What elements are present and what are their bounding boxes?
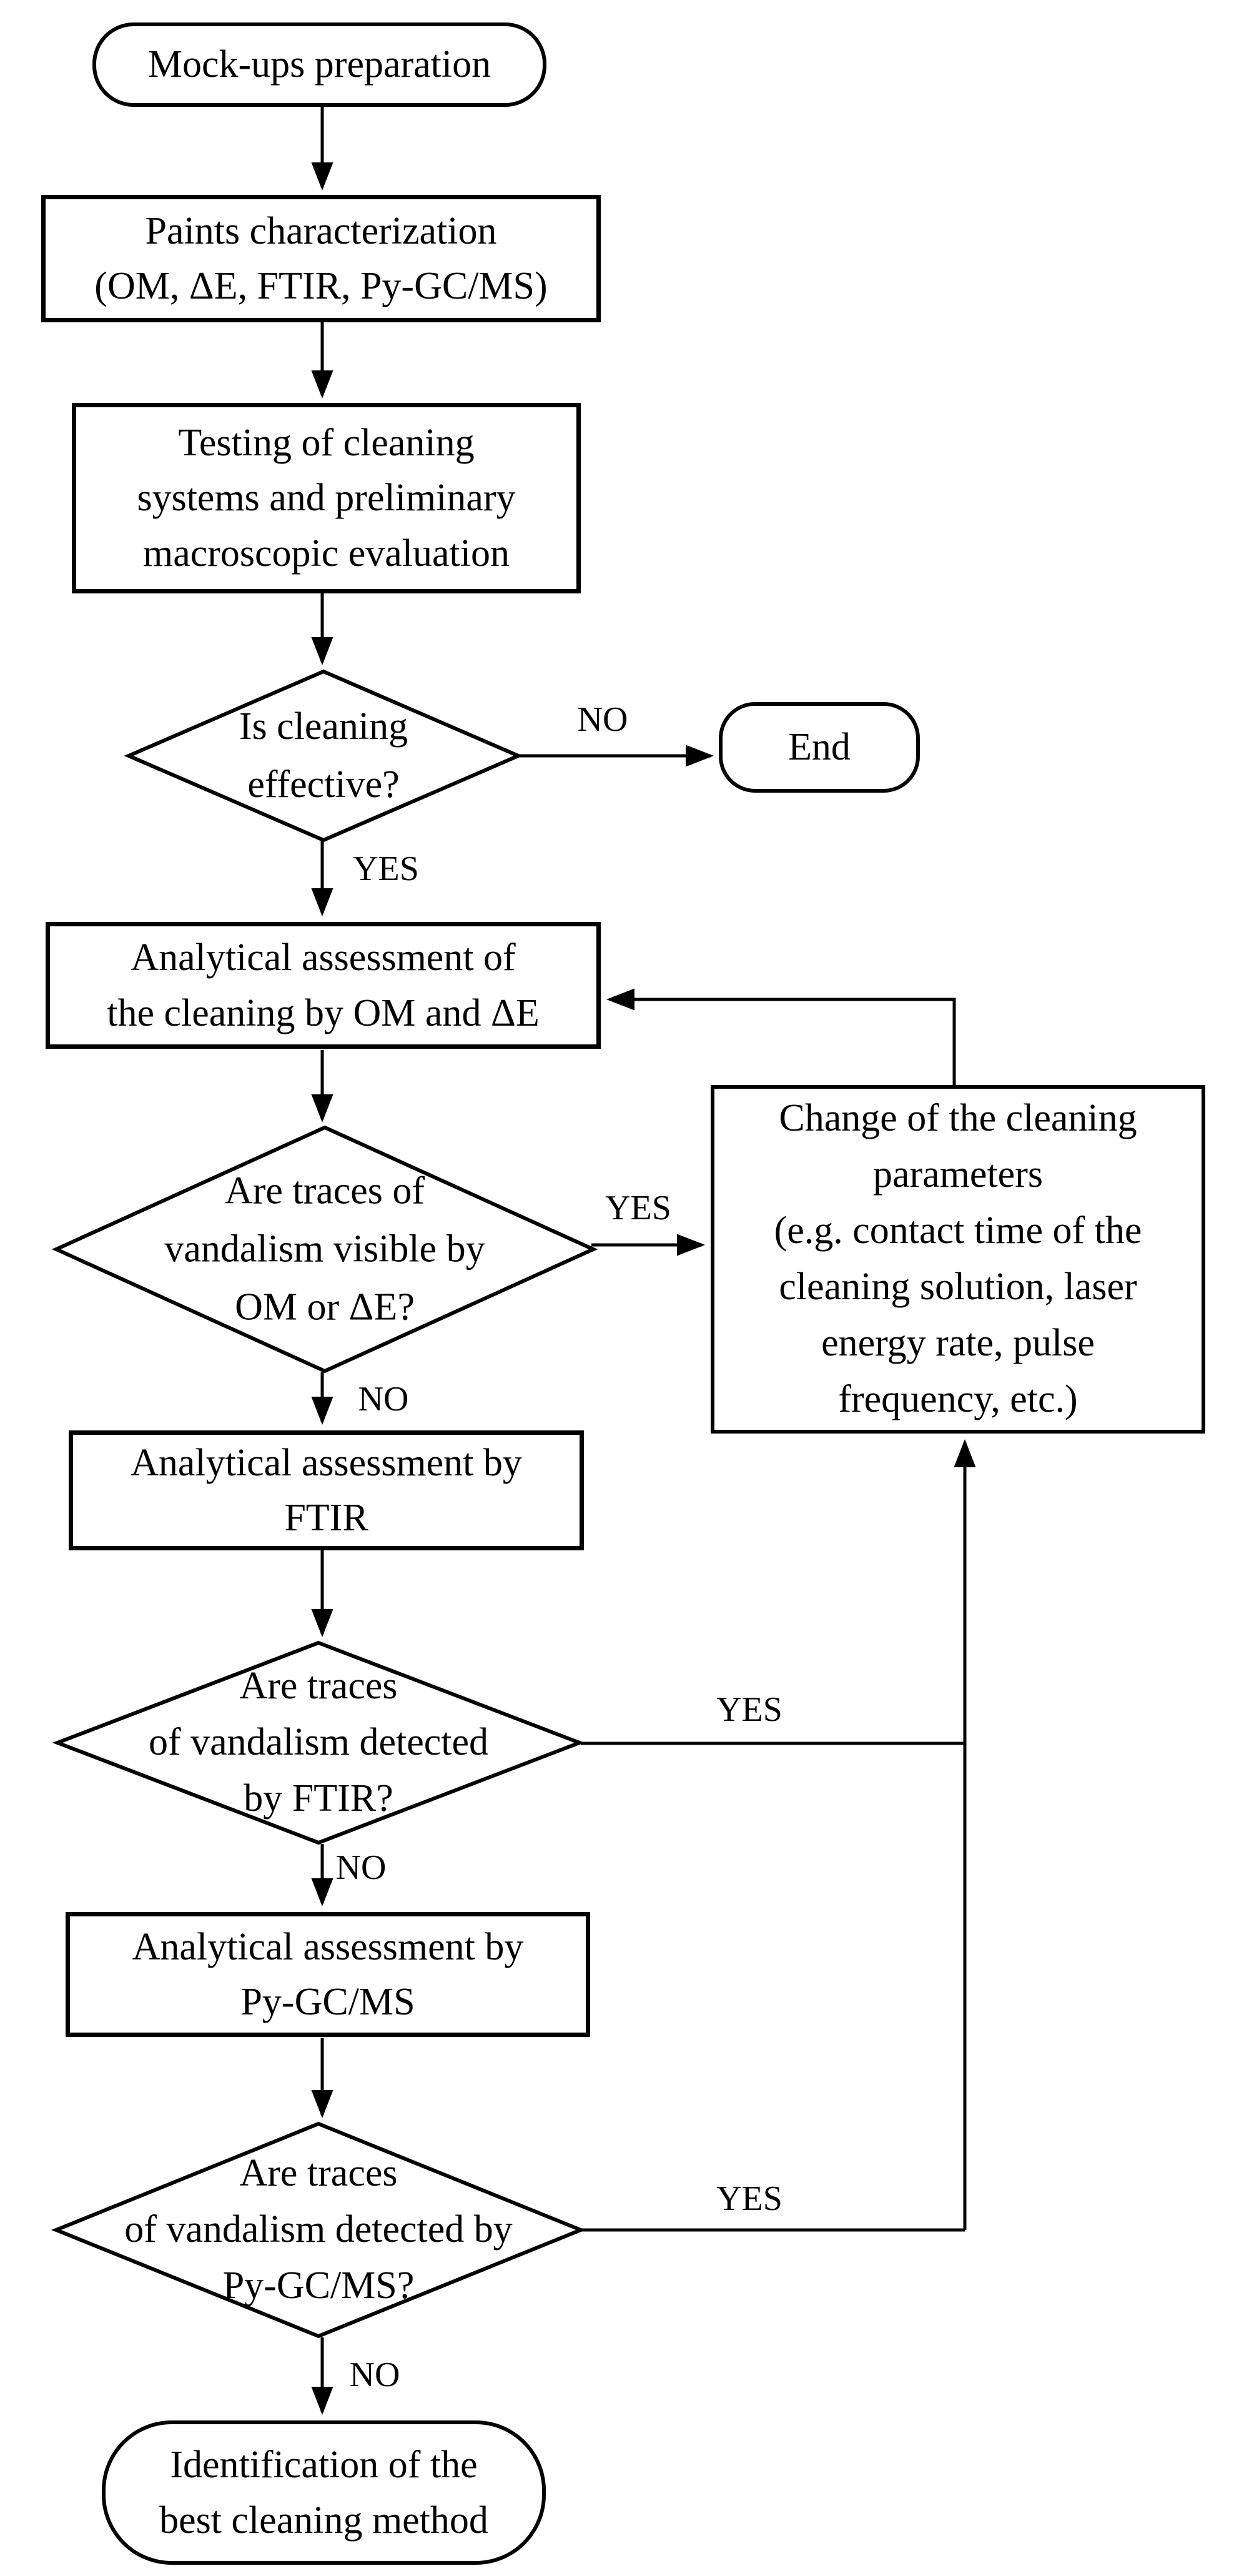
decision4-diamond: [51, 2121, 586, 2339]
om-line1: Analytical assessment of: [131, 936, 516, 979]
final-line2: best cleaning method: [159, 2499, 488, 2542]
end-label: End: [788, 726, 851, 769]
decision3-diamond: [52, 1640, 585, 1845]
edge-label-no-4: NO: [349, 2356, 400, 2394]
testing-line3: macroscopic evaluation: [142, 532, 510, 575]
decision1-diamond: [124, 669, 523, 843]
paints-line2: (OM, ΔE, FTIR, Py-GC/MS): [94, 265, 548, 307]
om-line2: the cleaning by OM and ΔE: [107, 991, 540, 1034]
decision1-text: Is cleaning effective?: [239, 705, 408, 806]
arrow-change-feedback-to-om: [606, 988, 956, 1085]
py-line2: Py-GC/MS: [240, 1981, 415, 2023]
edge-label-yes-4: YES: [716, 2179, 782, 2218]
ftir-assessment-node: Analytical assessment by FTIR: [69, 1430, 584, 1550]
edge-label-yes-1: YES: [353, 850, 419, 888]
start-node: Mock-ups preparation: [92, 22, 546, 107]
decision4-text: Are traces of vandalism detected by Py-G…: [124, 2152, 513, 2307]
final-line1: Identification of the: [170, 2444, 478, 2487]
start-label: Mock-ups preparation: [147, 43, 491, 86]
om-assessment-node: Analytical assessment of the cleaning by…: [46, 922, 601, 1049]
py-assessment-node: Analytical assessment by Py-GC/MS: [66, 1912, 590, 2037]
testing-line1: Testing of cleaning: [178, 422, 475, 465]
ftir-line2: FTIR: [284, 1497, 368, 1539]
edge-label-yes-2: YES: [605, 1189, 671, 1227]
py-line1: Analytical assessment by: [132, 1925, 524, 1968]
ftir-line1: Analytical assessment by: [131, 1441, 522, 1484]
end-node: End: [719, 702, 920, 793]
paints-line1: Paints characterization: [145, 209, 497, 252]
edge-label-no-1: NO: [577, 700, 628, 739]
edge-label-yes-3: YES: [716, 1690, 782, 1729]
decision2-text: Are traces of vandalism visible by OM or…: [164, 1169, 485, 1329]
decision2-diamond: [51, 1125, 598, 1374]
final-node: Identification of the best cleaning meth…: [102, 2420, 546, 2565]
change-parameters-node: Change of the cleaning parameters (e.g. …: [711, 1085, 1205, 1434]
testing-node: Testing of cleaning systems and prelimin…: [72, 403, 581, 593]
paints-node: Paints characterization (OM, ΔE, FTIR, P…: [41, 195, 601, 322]
decision3-text: Are traces of vandalism detected by FTIR…: [148, 1665, 489, 1820]
edge-label-no-2: NO: [358, 1380, 409, 1419]
testing-line2: systems and preliminary: [137, 477, 516, 520]
edge-label-no-3: NO: [335, 1848, 387, 1887]
